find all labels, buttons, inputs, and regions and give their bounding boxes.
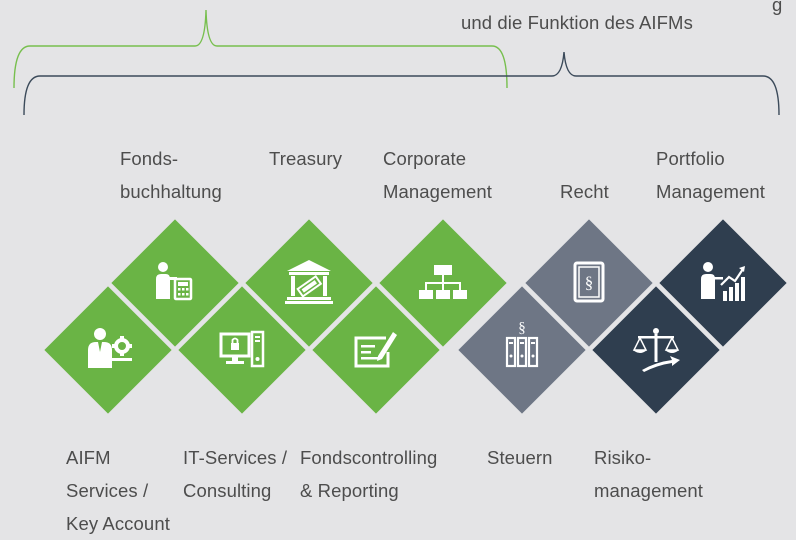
label-it-services: IT-Services / Consulting	[183, 447, 288, 501]
label-risikomanagement: Risiko- management	[594, 447, 703, 501]
businessman-gear-icon	[88, 328, 132, 368]
recht-paragraph-glyph: §	[585, 273, 594, 292]
dark-bracket	[23, 51, 780, 116]
org-chart-icon	[419, 265, 467, 299]
label-portfolio-management: Portfolio Management	[656, 148, 765, 202]
label-fondscontrolling: Fondscontrolling & Reporting	[300, 447, 438, 501]
label-corporate-management: Corporate Management	[383, 148, 492, 202]
steuern-paragraph-glyph: §	[518, 320, 526, 336]
presenter-calculator-icon	[156, 262, 193, 301]
bank-money-icon	[285, 260, 333, 304]
caption-fragment: g	[772, 0, 783, 15]
law-book-icon: §	[573, 261, 605, 303]
balance-scale-icon	[632, 328, 680, 372]
label-treasury: Treasury	[269, 148, 343, 169]
label-recht: Recht	[560, 181, 609, 202]
binders-paragraph-icon: §	[505, 320, 539, 368]
contract-signing-icon	[354, 332, 397, 368]
presenter-growth-chart-icon	[701, 262, 745, 301]
label-aifm-services: AIFM Services / Key Account	[66, 447, 170, 534]
caption-line: und die Funktion des AIFMs	[461, 12, 693, 33]
label-fondsbuchhaltung: Fonds- buchhaltung	[120, 148, 222, 202]
label-steuern: Steuern	[487, 447, 553, 468]
computer-lock-icon	[219, 330, 265, 368]
green-bracket	[13, 9, 508, 89]
